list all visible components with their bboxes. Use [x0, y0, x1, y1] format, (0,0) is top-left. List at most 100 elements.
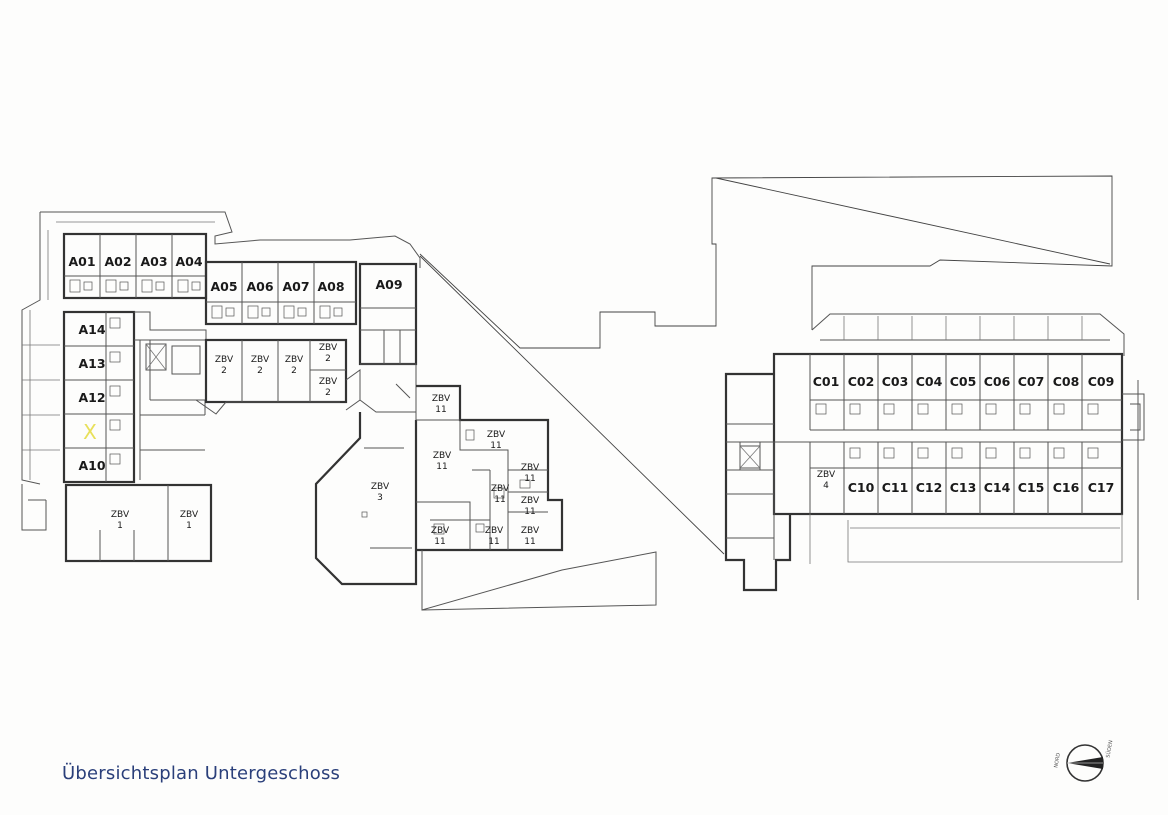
wing-a-fixtures-left — [109, 317, 121, 465]
room-label: A07 — [282, 279, 309, 294]
wing-c-top-dividers — [809, 354, 1122, 430]
plan-caption: Übersichtsplan Untergeschoss — [62, 763, 341, 784]
wing-c-terrace — [811, 313, 1125, 356]
wing-a-zbv2-dividers — [241, 340, 346, 402]
wing-c-elevator — [739, 445, 761, 469]
wing-a-zbv3-inner — [364, 447, 412, 549]
wing-c-main-block — [772, 352, 1124, 516]
room-label: A08 — [317, 279, 344, 294]
room-label: C09 — [1088, 374, 1115, 389]
wing-a-middle-block — [204, 260, 358, 326]
compass-icon: NORD SÜDEN — [1053, 739, 1114, 782]
room-label: C13 — [950, 480, 977, 495]
room-label: C12 — [916, 480, 943, 495]
wing-c: C01 C02 C03 C04 C05 C06 C07 C08 C09 C10 … — [724, 313, 1145, 592]
location-marker: X — [83, 420, 97, 444]
wing-a-bend — [195, 369, 361, 415]
room-label: A10 — [78, 458, 105, 473]
room-label: C14 — [984, 480, 1011, 495]
room-label: C07 — [1018, 374, 1045, 389]
room-label: A02 — [104, 254, 131, 269]
wing-b-outline — [416, 384, 564, 552]
room-label: C11 — [882, 480, 909, 495]
wing-a-fixtures-top — [69, 279, 201, 293]
compass-north: NORD — [1053, 752, 1062, 768]
wing-b-fixtures — [433, 429, 531, 535]
wing-a-a09-dividers — [360, 307, 416, 364]
room-label: C10 — [848, 480, 875, 495]
room-label: A06 — [246, 279, 273, 294]
wing-a: A01 A02 A03 A04 A05 A06 A07 A08 A09 A14 … — [21, 211, 421, 586]
wing-a-terrace-segments — [22, 310, 60, 480]
wing-a-left-block — [62, 310, 136, 484]
wing-b-front-panel — [421, 550, 657, 611]
room-label: A09 — [375, 277, 402, 292]
wing-c-room-labels: C01 C02 C03 C04 C05 C06 C07 C08 C09 C10 … — [813, 374, 1115, 495]
wing-b-dividers — [416, 419, 548, 550]
wing-c-terrace-segments — [843, 316, 1083, 340]
wing-c-fixtures — [815, 403, 1099, 459]
wing-a-zbv1-block — [64, 483, 213, 563]
room-label: C04 — [916, 374, 943, 389]
wing-a-top-dividers — [64, 234, 206, 298]
room-label: A03 — [140, 254, 167, 269]
wing-a-fixtures-middle — [211, 305, 343, 319]
wing-a-room-labels: A01 A02 A03 A04 A05 A06 A07 A08 A09 A14 … — [68, 254, 402, 473]
room-label: C05 — [950, 374, 977, 389]
room-label: A05 — [210, 279, 237, 294]
wing-c-corridor — [810, 429, 1122, 443]
wing-a-terrace-outline-left — [21, 212, 41, 485]
room-label: C15 — [1018, 480, 1045, 495]
room-label: A01 — [68, 254, 95, 269]
compass-south: SÜDEN — [1104, 739, 1114, 758]
room-label: A13 — [78, 356, 105, 371]
room-label: C06 — [984, 374, 1011, 389]
wing-c-bottom-dividers — [809, 442, 1122, 514]
room-label: A04 — [175, 254, 202, 269]
room-label: C08 — [1053, 374, 1080, 389]
wing-a-zbv1-dividers — [99, 485, 169, 561]
wing-a-elevator — [145, 343, 167, 371]
wing-c-right-stair — [1122, 393, 1145, 441]
wing-a-stair-left — [21, 484, 47, 531]
room-label: C01 — [813, 374, 840, 389]
wing-a-zbv3-hall — [314, 412, 418, 586]
site-diagonal — [419, 175, 1113, 349]
room-label: C03 — [882, 374, 909, 389]
site-diagonal-2 — [419, 177, 1111, 555]
site-outline — [419, 175, 1139, 600]
wing-c-service-block — [724, 372, 792, 592]
wing-a-left-dividers — [64, 312, 134, 482]
wing-a-terrace-arc — [47, 221, 215, 300]
room-label: C17 — [1088, 480, 1115, 495]
wing-a-terrace-outline — [40, 211, 421, 268]
wing-a-elevator-cross — [145, 343, 167, 371]
wing-a-middle-dividers — [206, 262, 356, 324]
wing-a-corridor-to-b — [359, 363, 417, 420]
wing-a-stair — [171, 345, 201, 375]
room-label: C02 — [848, 374, 875, 389]
wing-c-lower-terrace — [809, 514, 1123, 564]
wing-c-service-dividers — [726, 423, 810, 560]
